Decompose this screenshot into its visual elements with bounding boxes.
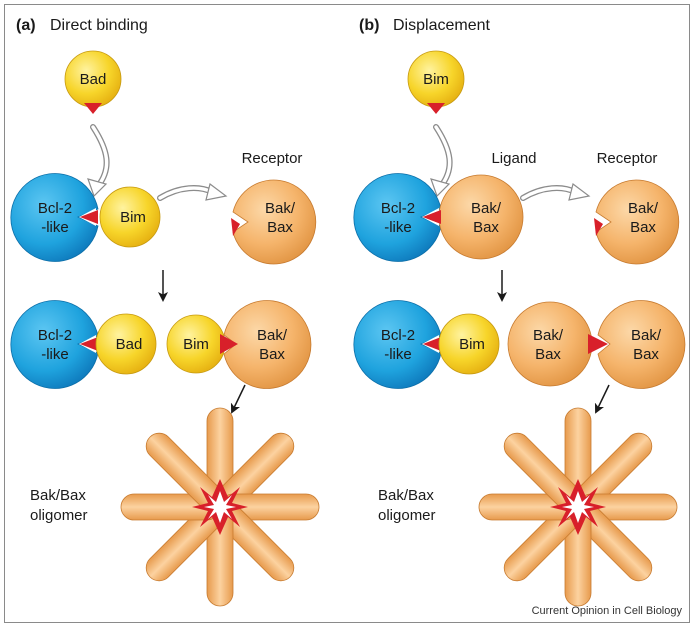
bim-label: Bim — [183, 336, 209, 353]
bh3-domain — [427, 103, 445, 114]
panel-a: (a) Direct binding Bad Bcl-2 -like Bim — [10, 17, 320, 607]
bcl2-label-line2: -like — [41, 219, 69, 236]
incoming-bim-label: Bim — [423, 71, 449, 88]
bak-bax-line2: Bax — [259, 346, 285, 363]
bcl2-label-line2: -like — [384, 346, 412, 363]
bak-bax-line1: Bak/ — [533, 327, 564, 344]
ligand-label: Ligand — [491, 150, 536, 167]
bak-bax-oligomer — [120, 407, 320, 607]
step-arrow — [230, 384, 246, 414]
bcl2-label-line1: Bcl-2 — [381, 327, 415, 344]
bh3-domain — [231, 218, 240, 236]
panel-a-title: Direct binding — [50, 17, 148, 34]
bad-protein — [95, 313, 157, 375]
panel-b-title: Displacement — [393, 17, 490, 34]
oligomer-center — [562, 491, 594, 523]
bim-bak-bax-complex: Bim Bak/ Bax — [166, 300, 312, 389]
bh3-domain — [423, 337, 441, 351]
receptor-text-line1: Bak/ — [265, 200, 296, 217]
journal-credit: Current Opinion in Cell Biology — [532, 605, 683, 617]
bim-protein — [438, 313, 500, 375]
figure-frame — [4, 4, 690, 623]
displacement-arrow-fill — [434, 125, 452, 188]
release-arrow-head — [205, 182, 228, 201]
bcl2-label-line2: -like — [384, 219, 412, 236]
receptor-text-line1: Bak/ — [628, 200, 659, 217]
bim-label: Bim — [459, 336, 485, 353]
bh3-domain — [588, 334, 608, 354]
bim-protein — [99, 186, 161, 248]
bcl2-like-protein — [10, 300, 99, 389]
bcl2-like-protein — [353, 173, 442, 262]
step-arrow — [594, 384, 610, 414]
bak-bax-protein — [223, 300, 312, 389]
incoming-bad-label: Bad — [80, 71, 107, 88]
bak-bax-ligand-protein — [507, 301, 593, 387]
bcl2-bad-complex: Bcl-2 -like Bad — [10, 300, 157, 389]
panel-b: (b) Displacement Bim Ligand Receptor Bcl… — [353, 17, 686, 607]
displacement-arrow-head — [87, 178, 108, 198]
bcl2-bim-complex: Bcl-2 -like Bim — [10, 173, 161, 262]
bcl2-like-protein — [10, 173, 99, 262]
oligomer-label-line1: Bak/Bax — [378, 487, 434, 504]
bak-bax-protein — [595, 179, 680, 265]
receptor-text-line2: Bax — [267, 219, 293, 236]
bak-bax-protein — [232, 179, 317, 265]
bak-bax-oligomer — [478, 407, 678, 607]
release-arrow-head — [568, 182, 591, 201]
bim-label: Bim — [120, 209, 146, 226]
receptor-label: Receptor — [597, 150, 658, 167]
bak-bax-line1: Bak/ — [257, 327, 288, 344]
bak-bax-receptor: Bak/ Bax — [594, 179, 680, 265]
oligomer-label-line2: oligomer — [378, 507, 436, 524]
bak-bax-receptor-protein — [597, 300, 686, 389]
bak-bax-dimer: Bak/ Bax Bak/ Bax — [507, 300, 686, 389]
incoming-bad-protein: Bad — [64, 50, 122, 114]
bak-bax-receptor-line2: Bax — [633, 346, 659, 363]
incoming-bim-protein: Bim — [407, 50, 465, 114]
oligomer-center — [204, 491, 236, 523]
panel-b-letter: (b) — [359, 17, 379, 34]
bak-bax-receptor: Bak/ Bax — [231, 179, 317, 265]
oligomer-label-line1: Bak/Bax — [30, 487, 86, 504]
bak-bax-line2: Bax — [535, 346, 561, 363]
bcl2-bak-bax-complex: Bcl-2 -like Bak/ Bax — [353, 173, 524, 262]
displacement-arrow-fill — [91, 125, 109, 188]
bh3-domain — [594, 218, 603, 236]
bad-label: Bad — [116, 336, 143, 353]
panel-a-letter: (a) — [16, 17, 36, 34]
bcl2-label-line2: -like — [41, 346, 69, 363]
bh3-domain — [84, 103, 102, 114]
bak-bax-line2: Bax — [473, 219, 499, 236]
bak-bax-receptor-line1: Bak/ — [631, 327, 662, 344]
receptor-label: Receptor — [242, 150, 303, 167]
bcl2-like-protein — [353, 300, 442, 389]
receptor-text-line2: Bax — [630, 219, 656, 236]
bh3-domain — [80, 210, 98, 224]
bcl2-label-line1: Bcl-2 — [38, 327, 72, 344]
bcl2-bim-complex: Bcl-2 -like Bim — [353, 300, 500, 389]
bcl2-label-line1: Bcl-2 — [38, 200, 72, 217]
bcl2-label-line1: Bcl-2 — [381, 200, 415, 217]
bak-bax-protein — [438, 174, 524, 260]
bak-bax-line1: Bak/ — [471, 200, 502, 217]
bh3-domain — [220, 334, 238, 354]
displacement-arrow-head — [430, 178, 451, 198]
bh3-domain — [80, 337, 98, 351]
oligomer-label-line2: oligomer — [30, 507, 88, 524]
